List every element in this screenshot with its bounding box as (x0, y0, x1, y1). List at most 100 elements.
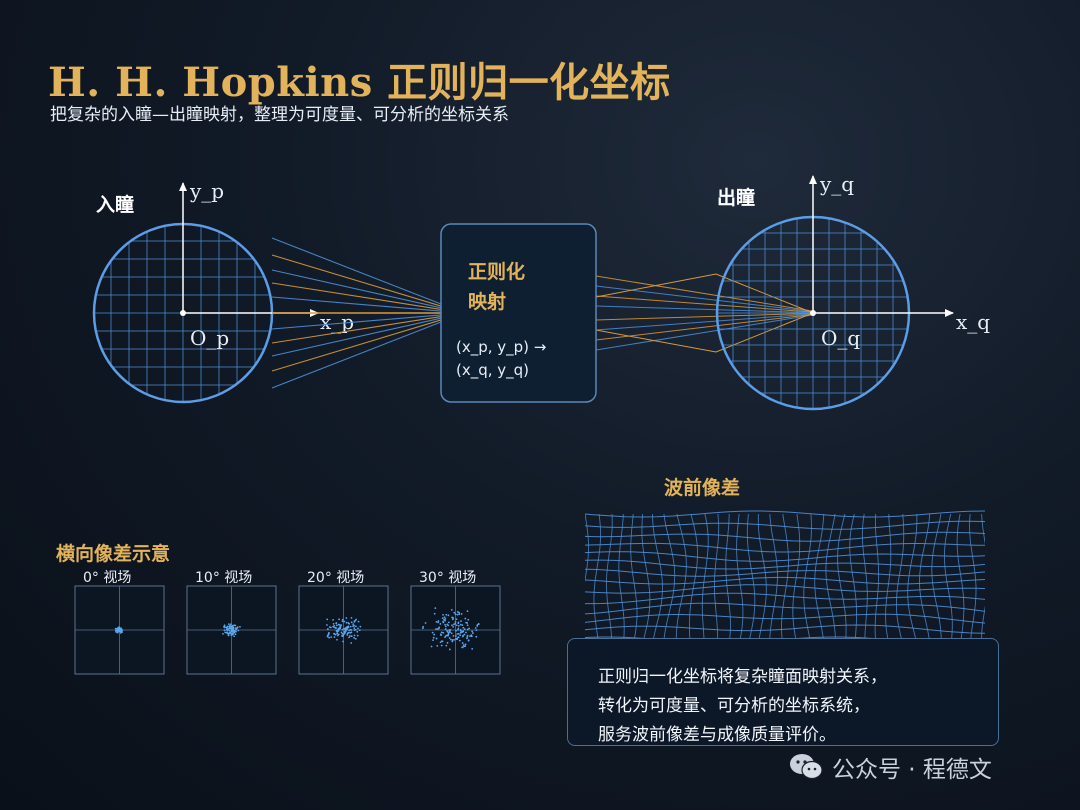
spot-point (430, 645, 433, 648)
spot-point (349, 631, 352, 634)
spot-point (232, 627, 234, 630)
spot-point (228, 631, 231, 634)
spot-point (448, 648, 451, 651)
spot-point (338, 618, 340, 621)
summary-note: 正则归一化坐标将复杂瞳面映射关系， 转化为可度量、可分析的坐标系统， 服务波前像… (567, 638, 999, 746)
spot-point (349, 625, 352, 628)
spot-point (466, 637, 468, 640)
spot-point (444, 618, 447, 620)
spot-point (350, 642, 353, 644)
spot-point (120, 630, 123, 633)
wavefront-line (874, 513, 880, 641)
spot-point (450, 632, 453, 635)
spot-point (341, 628, 344, 631)
spot-point (447, 634, 449, 637)
wavefront-line (969, 513, 977, 641)
spot-point (434, 607, 437, 609)
ray (595, 313, 814, 341)
entrance-pupil-label: 入瞳 (96, 193, 134, 216)
spot-point (350, 635, 353, 638)
spot-point (448, 630, 451, 632)
ray (271, 319, 442, 372)
spot-point (226, 628, 228, 631)
exit-origin-label: O_q (821, 326, 860, 350)
spot-point (476, 625, 479, 627)
wavefront-aberration-section: 波前像差 (585, 476, 985, 644)
ray (271, 321, 442, 389)
spot-point (116, 627, 119, 630)
page-subtitle: 把复杂的入瞳—出瞳映射，整理为可度量、可分析的坐标关系 (50, 105, 509, 125)
spot-point (237, 629, 240, 632)
spot-point (352, 623, 355, 626)
spot-point (452, 634, 455, 637)
y-q-axis-label: y_q (819, 172, 854, 196)
wavefront-line (837, 513, 847, 641)
spot-point (120, 628, 123, 631)
spot-point (343, 620, 346, 623)
field-label: 10° 视场 (195, 570, 252, 586)
spot-point (470, 634, 473, 636)
wavefront-line (606, 513, 613, 641)
exit-pupil-label: 出瞳 (717, 186, 755, 209)
spot-point (447, 614, 450, 617)
spot-point (233, 630, 236, 632)
wavefront-line (792, 513, 801, 641)
spot-point (357, 627, 359, 630)
wavefront-line (701, 513, 709, 641)
wavefront-mesh (585, 510, 985, 644)
spot-point (338, 623, 341, 626)
x-p-axis-label: x_p (320, 310, 354, 334)
spot-point (464, 643, 467, 646)
spot-point (340, 624, 342, 627)
summary-line-2: 转化为可度量、可分析的坐标系统， (598, 696, 870, 716)
spot-point (461, 624, 464, 627)
spot-point (344, 632, 346, 634)
spot-point (226, 631, 229, 634)
spot-point (447, 621, 450, 624)
spot-point (328, 636, 331, 639)
spot-point (346, 634, 349, 636)
wavefront-line (585, 568, 985, 577)
wavefront-line (585, 559, 985, 570)
wavefront-line (895, 513, 905, 641)
spot-point (118, 627, 121, 630)
spot-point (341, 620, 344, 623)
spot-point (436, 644, 439, 647)
spot-point (462, 630, 465, 633)
spot-point (451, 639, 454, 641)
spot-point (348, 636, 350, 639)
spot-point (422, 625, 425, 628)
summary-line-3: 服务波前像差与成像质量评价。 (598, 725, 836, 745)
spot-point (458, 613, 461, 616)
spot-point (347, 626, 350, 629)
spot-point (339, 627, 341, 629)
spot-point (442, 620, 444, 623)
wavefront-line (585, 584, 985, 594)
spot-point (450, 608, 453, 611)
spot-point (234, 624, 237, 627)
spot-point (466, 624, 469, 627)
mapping-box: 正则化 映射 (x_p, y_p) → (x_q, y_q) (440, 223, 597, 403)
spot-point (117, 629, 120, 632)
spot-point (228, 625, 231, 628)
spot-point (435, 620, 438, 623)
spot-point (334, 626, 337, 629)
spot-point (462, 626, 465, 629)
spot-point (463, 628, 466, 631)
spot-point (326, 628, 329, 630)
spot-point (445, 644, 448, 647)
spot-point (117, 631, 119, 634)
spot-point (453, 638, 455, 641)
spot-point (230, 630, 233, 633)
spot-point (455, 635, 457, 637)
page-title: H. H. Hopkins 正则归一化坐标 (48, 59, 671, 106)
spot-point (440, 644, 443, 647)
spot-point (466, 636, 469, 638)
spot-point (227, 632, 230, 635)
ray (595, 275, 814, 312)
spot-point (457, 632, 460, 635)
wavefront-line (943, 513, 953, 641)
spot-point (475, 635, 478, 638)
spot-point (346, 628, 348, 631)
